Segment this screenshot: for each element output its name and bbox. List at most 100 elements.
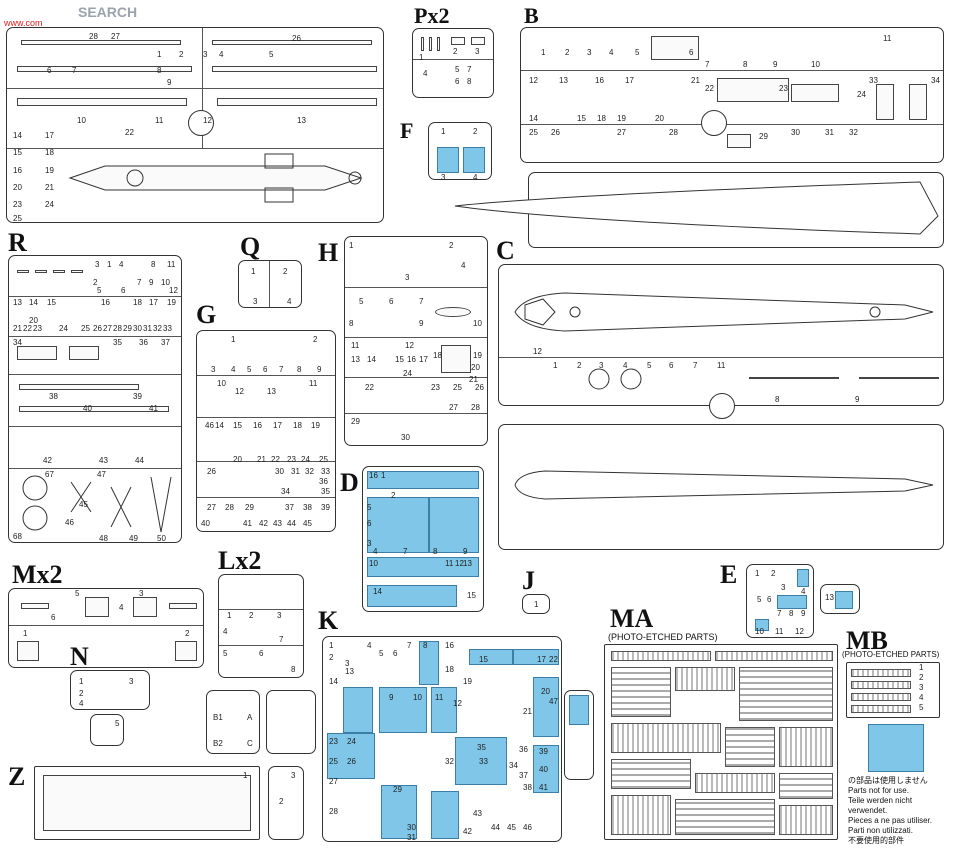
part-number: 11: [351, 341, 360, 350]
sprue-label-z: Z: [8, 762, 26, 791]
part-number: 20: [655, 114, 664, 123]
part-number: 21: [13, 324, 22, 333]
part-number: 68: [13, 532, 22, 541]
sprue-mb: 1 2 3 4 5: [846, 662, 940, 718]
part-number: 2: [329, 653, 334, 662]
part-number: 2: [179, 50, 184, 59]
part-number: 16: [253, 421, 262, 430]
part-number: A: [247, 713, 253, 722]
sprue-label-ma: MA: [610, 604, 654, 633]
part-number: 26: [551, 128, 560, 137]
part-number: 7: [705, 60, 710, 69]
part-number: 1: [231, 335, 236, 344]
unused-part: [513, 649, 559, 665]
part-number: 10: [161, 278, 170, 287]
part-number: 1: [349, 241, 354, 250]
part-number: 39: [539, 747, 548, 756]
part-number: 8: [467, 77, 472, 86]
part-number: 39: [321, 503, 330, 512]
sprue-g: 1 2 3 4 5 6 7 8 9 10 11 12 13 14 15 16 1…: [196, 330, 336, 532]
part-number: 2: [249, 611, 254, 620]
part-number: 10: [755, 627, 764, 636]
part-number: 9: [167, 78, 172, 87]
part-number: 1: [755, 569, 760, 578]
unused-part: [367, 557, 479, 577]
part-number: C: [247, 739, 253, 748]
part-number: 8: [743, 60, 748, 69]
part-number: 49: [129, 534, 138, 543]
part-number: 39: [133, 392, 142, 401]
part-number: 5: [635, 48, 640, 57]
sprue-small-left: B1 A B2 C: [206, 690, 260, 754]
part-number: 41: [149, 404, 158, 413]
part-number: 11: [775, 627, 784, 636]
unused-part: [455, 737, 507, 785]
part-number: 18: [445, 665, 454, 674]
sprue-label-f: F: [400, 118, 414, 143]
part-number: 3: [211, 365, 216, 374]
unused-part: [797, 569, 809, 587]
part-number: 1: [107, 260, 112, 269]
part-number: 9: [317, 365, 322, 374]
part-number: 2: [313, 335, 318, 344]
part-number: 24: [45, 200, 54, 209]
part-number: 32: [153, 324, 162, 333]
part-number: 47: [97, 470, 106, 479]
part-number: 15: [467, 591, 476, 600]
part-number: 12: [453, 699, 462, 708]
legend-line: Pieces a ne pas utiliser.: [848, 816, 933, 825]
part-number: 30: [133, 324, 142, 333]
part-number: 5: [455, 65, 460, 74]
part-number: 45: [303, 519, 312, 528]
part-number: 3: [139, 589, 144, 598]
part-number: 43: [273, 519, 282, 528]
unused-part: [367, 585, 457, 607]
part-number: 24: [301, 455, 310, 464]
unused-part: [429, 497, 479, 553]
sprue-small-right: [266, 690, 316, 754]
part-number: 2: [449, 241, 454, 250]
sprue-label-c: C: [496, 236, 515, 265]
legend-line: の部品は使用しません: [848, 776, 928, 785]
part-number: 25: [453, 383, 462, 392]
part-number: 36: [519, 745, 528, 754]
part-number: 44: [491, 823, 500, 832]
part-number: 41: [243, 519, 252, 528]
sprue-q: 1 2 3 4: [238, 260, 302, 308]
part-number: B2: [213, 739, 223, 748]
legend-text: の部品は使用しません Parts not for use. Teile werd…: [848, 776, 948, 846]
sprue-k-side: [564, 690, 594, 780]
part-number: 25: [329, 757, 338, 766]
part-number: 4: [623, 361, 628, 370]
part-number: 13: [297, 116, 306, 125]
part-number: 34: [931, 76, 940, 85]
part-number: 46: [205, 421, 214, 430]
part-number: 8: [775, 395, 780, 404]
part-number: 5: [247, 365, 252, 374]
part-number: 41: [539, 783, 548, 792]
part-number: 22: [271, 455, 280, 464]
part-number: 2: [919, 673, 924, 682]
part-number: 19: [617, 114, 626, 123]
part-number: 37: [285, 503, 294, 512]
part-number: 33: [479, 757, 488, 766]
part-number: 13: [351, 355, 360, 364]
part-number: 37: [519, 771, 528, 780]
part-number: 34: [509, 761, 518, 770]
hull-side-part: [454, 181, 939, 235]
part-number: 7: [419, 297, 424, 306]
part-number: 2: [283, 267, 288, 276]
sprue-label-h: H: [318, 238, 339, 267]
part-number: 6: [455, 77, 460, 86]
part-number: 4: [461, 261, 466, 270]
part-number: 6: [121, 286, 126, 295]
unused-part: [533, 677, 559, 737]
part-number: 36: [139, 338, 148, 347]
part-number: 22: [23, 324, 32, 333]
part-number: 25: [529, 128, 538, 137]
legend-line: Parti non utilizzati.: [848, 826, 913, 835]
legend-line: Teile werden nicht verwendet.: [848, 796, 913, 815]
part-number: 35: [477, 743, 486, 752]
part-number: 10: [473, 319, 482, 328]
part-number: 5: [359, 297, 364, 306]
